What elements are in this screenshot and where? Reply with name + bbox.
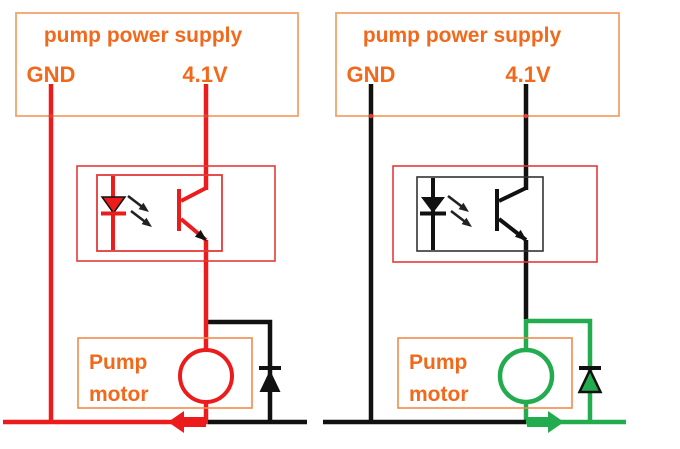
right-transistor-collector bbox=[498, 186, 527, 203]
right-led-icon bbox=[421, 197, 445, 213]
left-pump-motor-label-line2: motor bbox=[89, 383, 149, 406]
left-voltage-label: 4.1V bbox=[182, 62, 228, 87]
left-power-supply-title: pump power supply bbox=[44, 24, 243, 47]
right-pump-motor-label-line1: Pump bbox=[409, 351, 467, 374]
right-voltage-junction-dot bbox=[523, 113, 529, 119]
right-circuit: pump power supply GND 4.1V bbox=[323, 12, 626, 433]
left-optocoupler-box bbox=[76, 165, 276, 262]
left-circuit: pump power supply GND 4.1V bbox=[3, 12, 307, 433]
left-transistor-collector bbox=[180, 186, 207, 203]
right-transistor-emitter-arrow-icon bbox=[514, 229, 527, 241]
right-current-direction-right-arrow-icon bbox=[527, 411, 564, 433]
right-gnd-label: GND bbox=[347, 62, 396, 87]
left-power-supply-box bbox=[15, 12, 299, 117]
left-optocoupler-inner-box bbox=[96, 174, 223, 252]
left-gnd-label: GND bbox=[27, 62, 76, 87]
right-motor-circle-icon bbox=[497, 347, 555, 405]
right-gnd-junction-dot bbox=[368, 113, 374, 119]
right-power-supply-title: pump power supply bbox=[363, 24, 562, 47]
right-optocoupler-inner-box bbox=[416, 176, 544, 252]
left-voltage-junction-dot bbox=[203, 113, 209, 119]
right-light-emission-arrows-icon bbox=[447, 194, 472, 227]
right-voltage-label: 4.1V bbox=[505, 62, 551, 87]
right-power-supply-box bbox=[335, 12, 620, 117]
left-transistor-emitter-arrow-icon bbox=[194, 229, 207, 241]
left-current-direction-left-arrow-icon bbox=[168, 411, 206, 433]
right-pump-motor-label-line2: motor bbox=[409, 383, 469, 406]
left-light-emission-arrows-icon bbox=[127, 194, 152, 227]
left-motor-circle-icon bbox=[178, 348, 234, 404]
left-gnd-junction-dot bbox=[48, 113, 54, 119]
left-pump-motor-box bbox=[77, 337, 253, 409]
left-pump-motor-label-line1: Pump bbox=[89, 351, 147, 374]
right-optocoupler-box bbox=[392, 165, 598, 263]
right-flyback-diode-icon bbox=[577, 367, 603, 394]
left-flyback-diode-icon bbox=[259, 370, 281, 392]
left-led-icon bbox=[100, 196, 127, 215]
right-pump-motor-box bbox=[397, 337, 573, 409]
